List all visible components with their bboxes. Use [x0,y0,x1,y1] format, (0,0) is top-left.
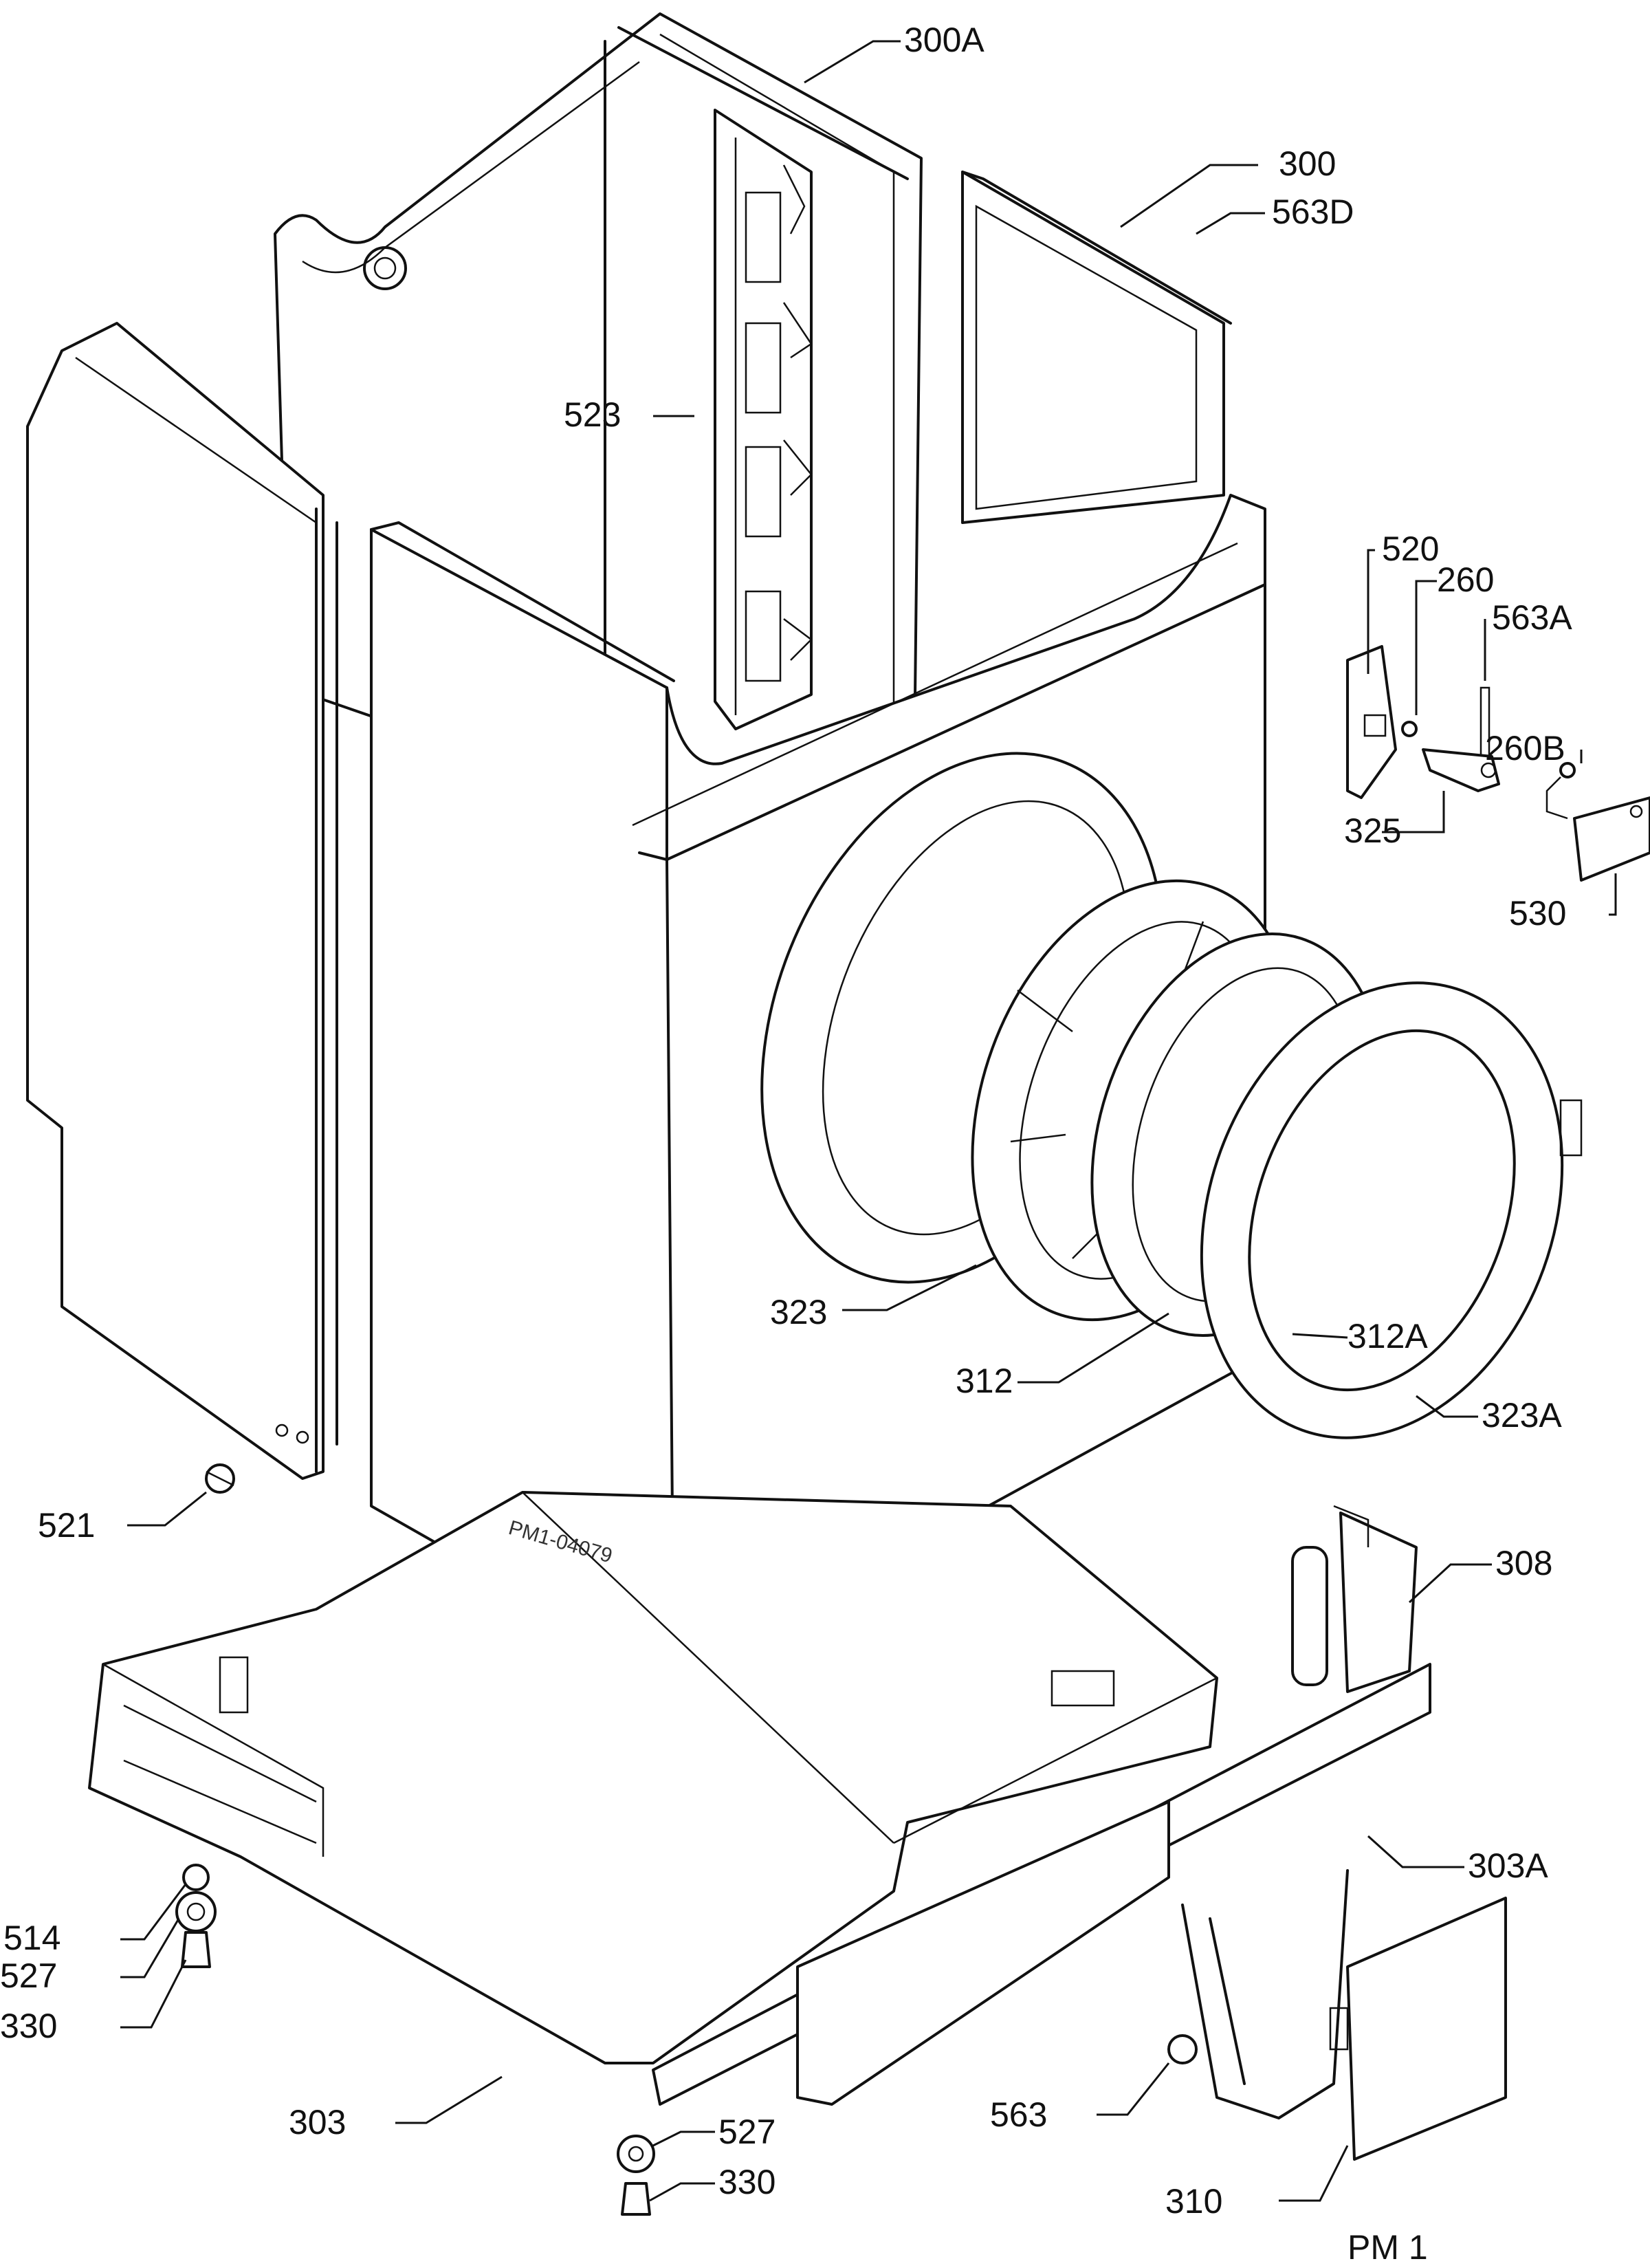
callout-514: 514 [3,1919,60,1957]
callout-520: 520 [1382,530,1439,568]
callout-325: 325 [1344,811,1401,850]
callout-312: 312 [956,1362,1013,1400]
base-frame-303 [88,1491,1218,2064]
callout-260: 260 [1437,560,1494,599]
callout-303: 303 [289,2103,346,2141]
lever-325 [1422,748,1500,792]
screw-521 [205,1463,235,1494]
callout-310: 310 [1165,2182,1222,2221]
callout-300: 300 [1279,144,1336,183]
leader-lines [120,40,1617,2202]
callout-527-bottom: 527 [718,2113,776,2151]
callout-312A: 312A [1348,1317,1428,1355]
foot-assembly-left [175,1864,217,1968]
cover-310 [1346,1897,1507,2161]
callout-323A: 323A [1482,1396,1562,1435]
callout-323: 323 [770,1293,827,1331]
page-tag: PM 1 [1348,2228,1428,2267]
callout-563D: 563D [1272,193,1354,231]
hinge-308 [1291,1505,1418,1693]
spring-260 [1401,721,1418,737]
hook-530 [1573,796,1650,882]
callout-330-bottom: 330 [718,2163,776,2201]
callout-530: 530 [1509,894,1566,933]
plinth-303A [652,1663,1431,2106]
callout-521: 521 [38,1506,95,1545]
side-frame-300 [961,171,1232,524]
foot-assembly-bottom [617,2135,655,2216]
rear-rail-523 [714,109,813,730]
callout-563: 563 [990,2095,1047,2134]
callout-labels: 300A 300 563D 523 520 260 563A 260B 325 … [0,21,1572,2267]
callout-523: 523 [564,395,621,434]
callout-527-left: 527 [0,1956,57,1995]
left-side-panel [26,322,338,1480]
callout-308: 308 [1495,1544,1552,1582]
hinge-plate-520 [1346,645,1397,799]
callout-330-left: 330 [0,2007,57,2045]
callout-303A: 303A [1468,1846,1548,1885]
door-outer-ring-323A [1200,981,1583,1439]
callout-563A: 563A [1492,598,1572,637]
flap-holder-563 [1167,1869,1349,2119]
callout-260B: 260B [1485,729,1565,767]
callout-300A: 300A [904,21,984,59]
spring-260B [1546,762,1576,820]
